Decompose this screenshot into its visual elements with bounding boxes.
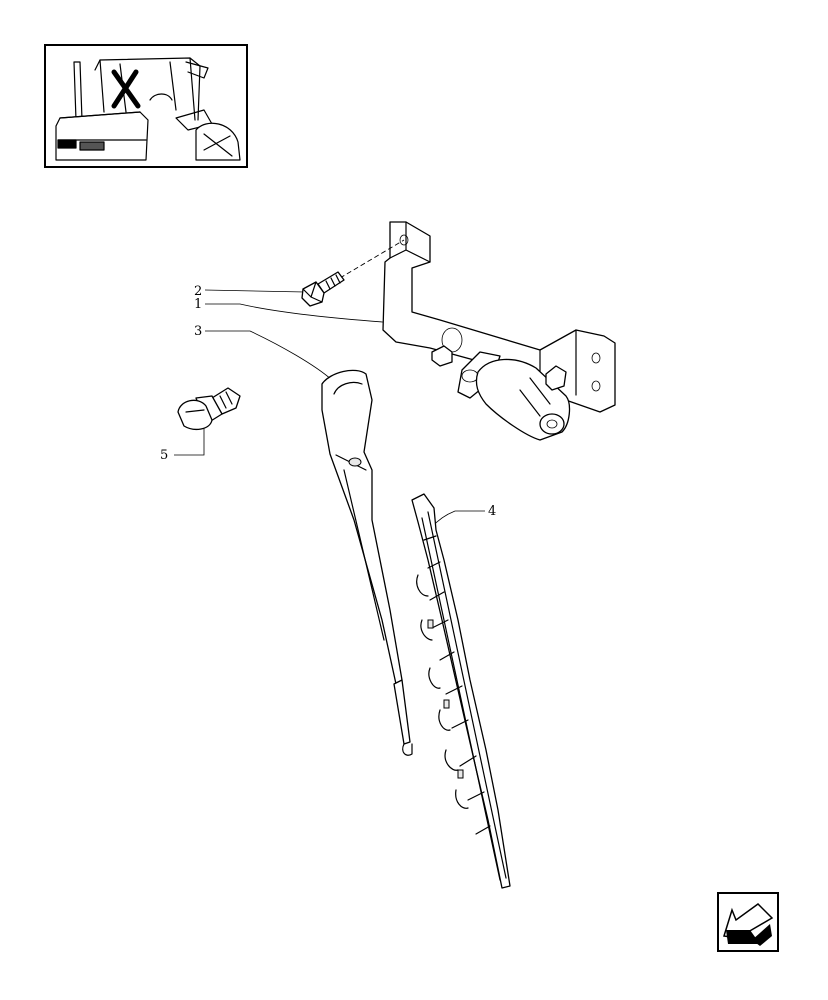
callout-5: 5 xyxy=(160,448,168,463)
callouts: 2 1 3 5 4 xyxy=(160,284,496,519)
tractor-cab-thumbnail[interactable] xyxy=(44,44,248,168)
leader-lines xyxy=(174,289,485,528)
wiper-blade xyxy=(411,493,511,889)
callout-3: 3 xyxy=(194,324,202,339)
callout-2: 2 xyxy=(194,284,202,299)
washer-nozzle xyxy=(177,387,241,431)
location-marker-icon xyxy=(111,69,141,109)
assembly-line xyxy=(339,239,405,279)
bolt xyxy=(301,271,345,307)
wiper-motor-bracket xyxy=(382,221,616,413)
wiper-arm xyxy=(321,369,413,756)
callout-1: 1 xyxy=(194,297,202,312)
callout-4: 4 xyxy=(488,504,496,519)
wiper-motor xyxy=(431,345,571,441)
return-arrow-icon[interactable] xyxy=(717,892,779,952)
